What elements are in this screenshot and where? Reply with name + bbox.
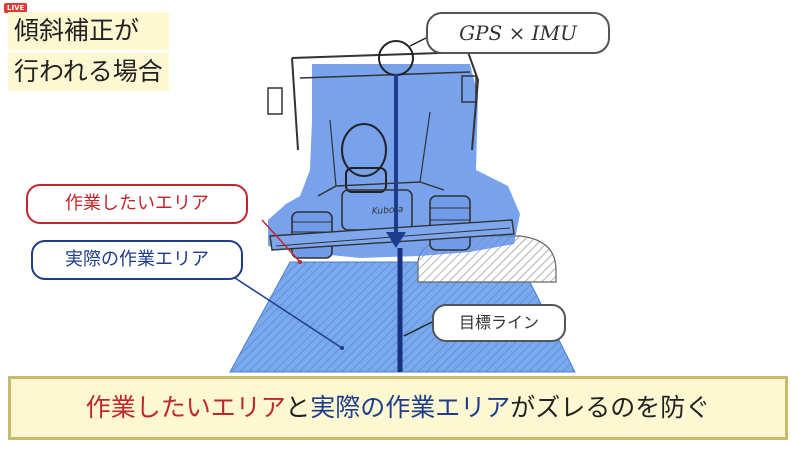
summary-banner: 作業したいエリアと実際の作業エリアがズレるのを防ぐ: [8, 376, 788, 440]
desired-area-callout: 作業したいエリア: [26, 184, 248, 224]
live-badge: LIVE: [4, 3, 28, 13]
actual-pointer-dot: [340, 346, 344, 350]
vertical-arrow-head: [386, 232, 406, 248]
slide-title: 傾斜補正が 行われる場合: [8, 12, 169, 94]
banner-actual-area: 実際の作業エリア: [310, 393, 511, 422]
desired-callout-pointer: [261, 219, 301, 263]
banner-conclusion: がズレるのを防ぐ: [510, 393, 711, 422]
title-line-1: 傾斜補正が: [8, 12, 169, 50]
target-callout-pointer: [403, 321, 433, 337]
desired-pointer-dot: [298, 260, 302, 264]
actual-callout-pointer: [231, 275, 343, 349]
actual-area-callout: 実際の作業エリア: [31, 240, 243, 280]
banner-connector: と: [285, 393, 311, 422]
banner-desired-area: 作業したいエリア: [85, 393, 286, 422]
gps-imu-callout: GPS × IMU: [426, 12, 610, 54]
target-line-callout: 目標ライン: [432, 304, 566, 342]
title-line-2: 行われる場合: [8, 53, 169, 91]
